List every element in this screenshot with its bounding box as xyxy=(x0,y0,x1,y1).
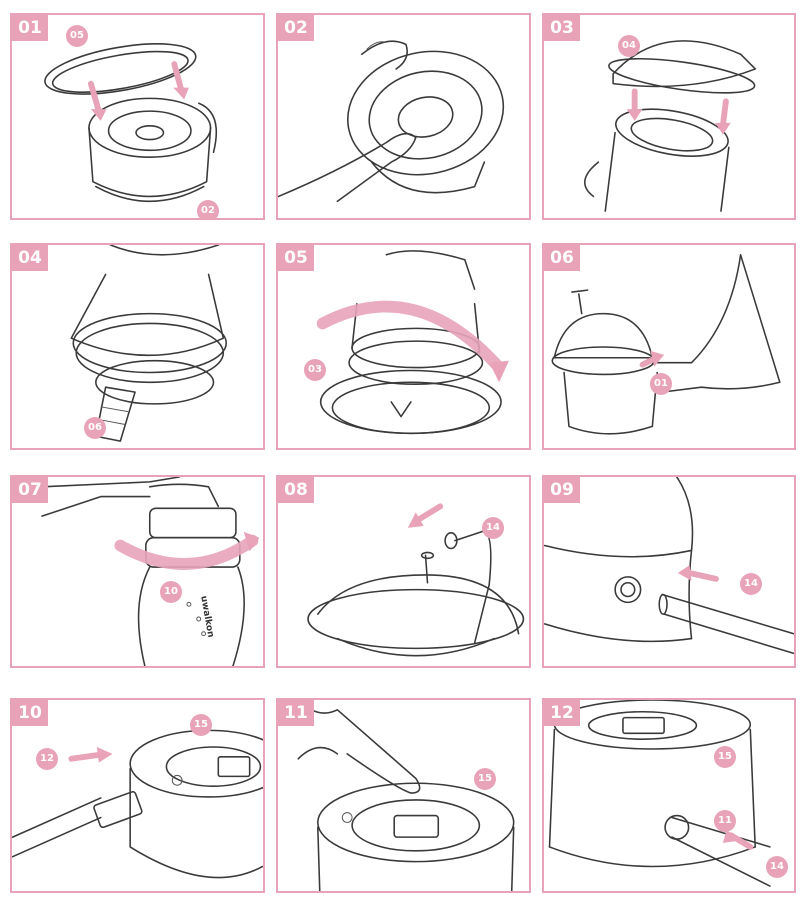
step-panel-09: 09 14 xyxy=(542,475,796,668)
step-panel-03: 03 04 xyxy=(542,13,796,220)
part-callout: 03 xyxy=(304,359,326,381)
step-number: 06 xyxy=(544,245,580,271)
step-05-illustration xyxy=(316,250,509,435)
step-number: 09 xyxy=(544,477,580,503)
step-panel-11: 11 15 xyxy=(276,698,531,893)
part-callout: 04 xyxy=(618,35,640,57)
step-10-illustration xyxy=(12,729,263,879)
step-number: 01 xyxy=(12,15,48,41)
step-number: 12 xyxy=(544,700,580,726)
part-callout: 06 xyxy=(84,417,106,439)
step-number: 05 xyxy=(278,245,314,271)
part-callout: 15 xyxy=(474,768,496,790)
part-callout: 14 xyxy=(482,517,504,539)
part-callout: 01 xyxy=(650,373,672,395)
step-02-illustration xyxy=(278,40,505,203)
step-panel-01: 01 05 02 xyxy=(10,13,265,220)
step-panel-12: 12 15 11 14 xyxy=(542,698,796,893)
step-number: 03 xyxy=(544,15,580,41)
part-callout: 05 xyxy=(66,25,88,47)
step-number: 08 xyxy=(278,477,314,503)
part-callout: 14 xyxy=(740,573,762,595)
step-number: 02 xyxy=(278,15,314,41)
step-06-illustration xyxy=(551,254,781,435)
step-04-illustration xyxy=(70,245,228,442)
part-callout: 02 xyxy=(197,200,219,218)
step-panel-04: 04 06 xyxy=(10,243,265,450)
part-callout: 11 xyxy=(714,810,736,832)
part-callout: 14 xyxy=(766,856,788,878)
step-panel-02: 02 xyxy=(276,13,531,220)
step-number: 07 xyxy=(12,477,48,503)
step-11-illustration xyxy=(297,700,515,891)
step-number: 10 xyxy=(12,700,48,726)
step-08-illustration xyxy=(307,503,525,657)
step-number: 04 xyxy=(12,245,48,271)
step-12-illustration xyxy=(548,700,771,887)
step-03-illustration xyxy=(584,40,757,212)
step-number: 11 xyxy=(278,700,314,726)
step-01-illustration xyxy=(44,43,218,202)
part-callout: 15 xyxy=(190,714,212,736)
step-panel-05: 05 03 xyxy=(276,243,531,450)
step-panel-06: 06 01 xyxy=(542,243,796,450)
step-panel-10: 10 15 12 xyxy=(10,698,265,893)
step-09-illustration xyxy=(544,477,794,655)
step-07-illustration xyxy=(41,477,260,666)
step-panel-08: 08 14 xyxy=(276,475,531,668)
part-callout: 10 xyxy=(160,581,182,603)
part-callout: 15 xyxy=(714,746,736,768)
step-panel-07: 07 uwalkon 10 xyxy=(10,475,265,668)
part-callout: 12 xyxy=(36,748,58,770)
